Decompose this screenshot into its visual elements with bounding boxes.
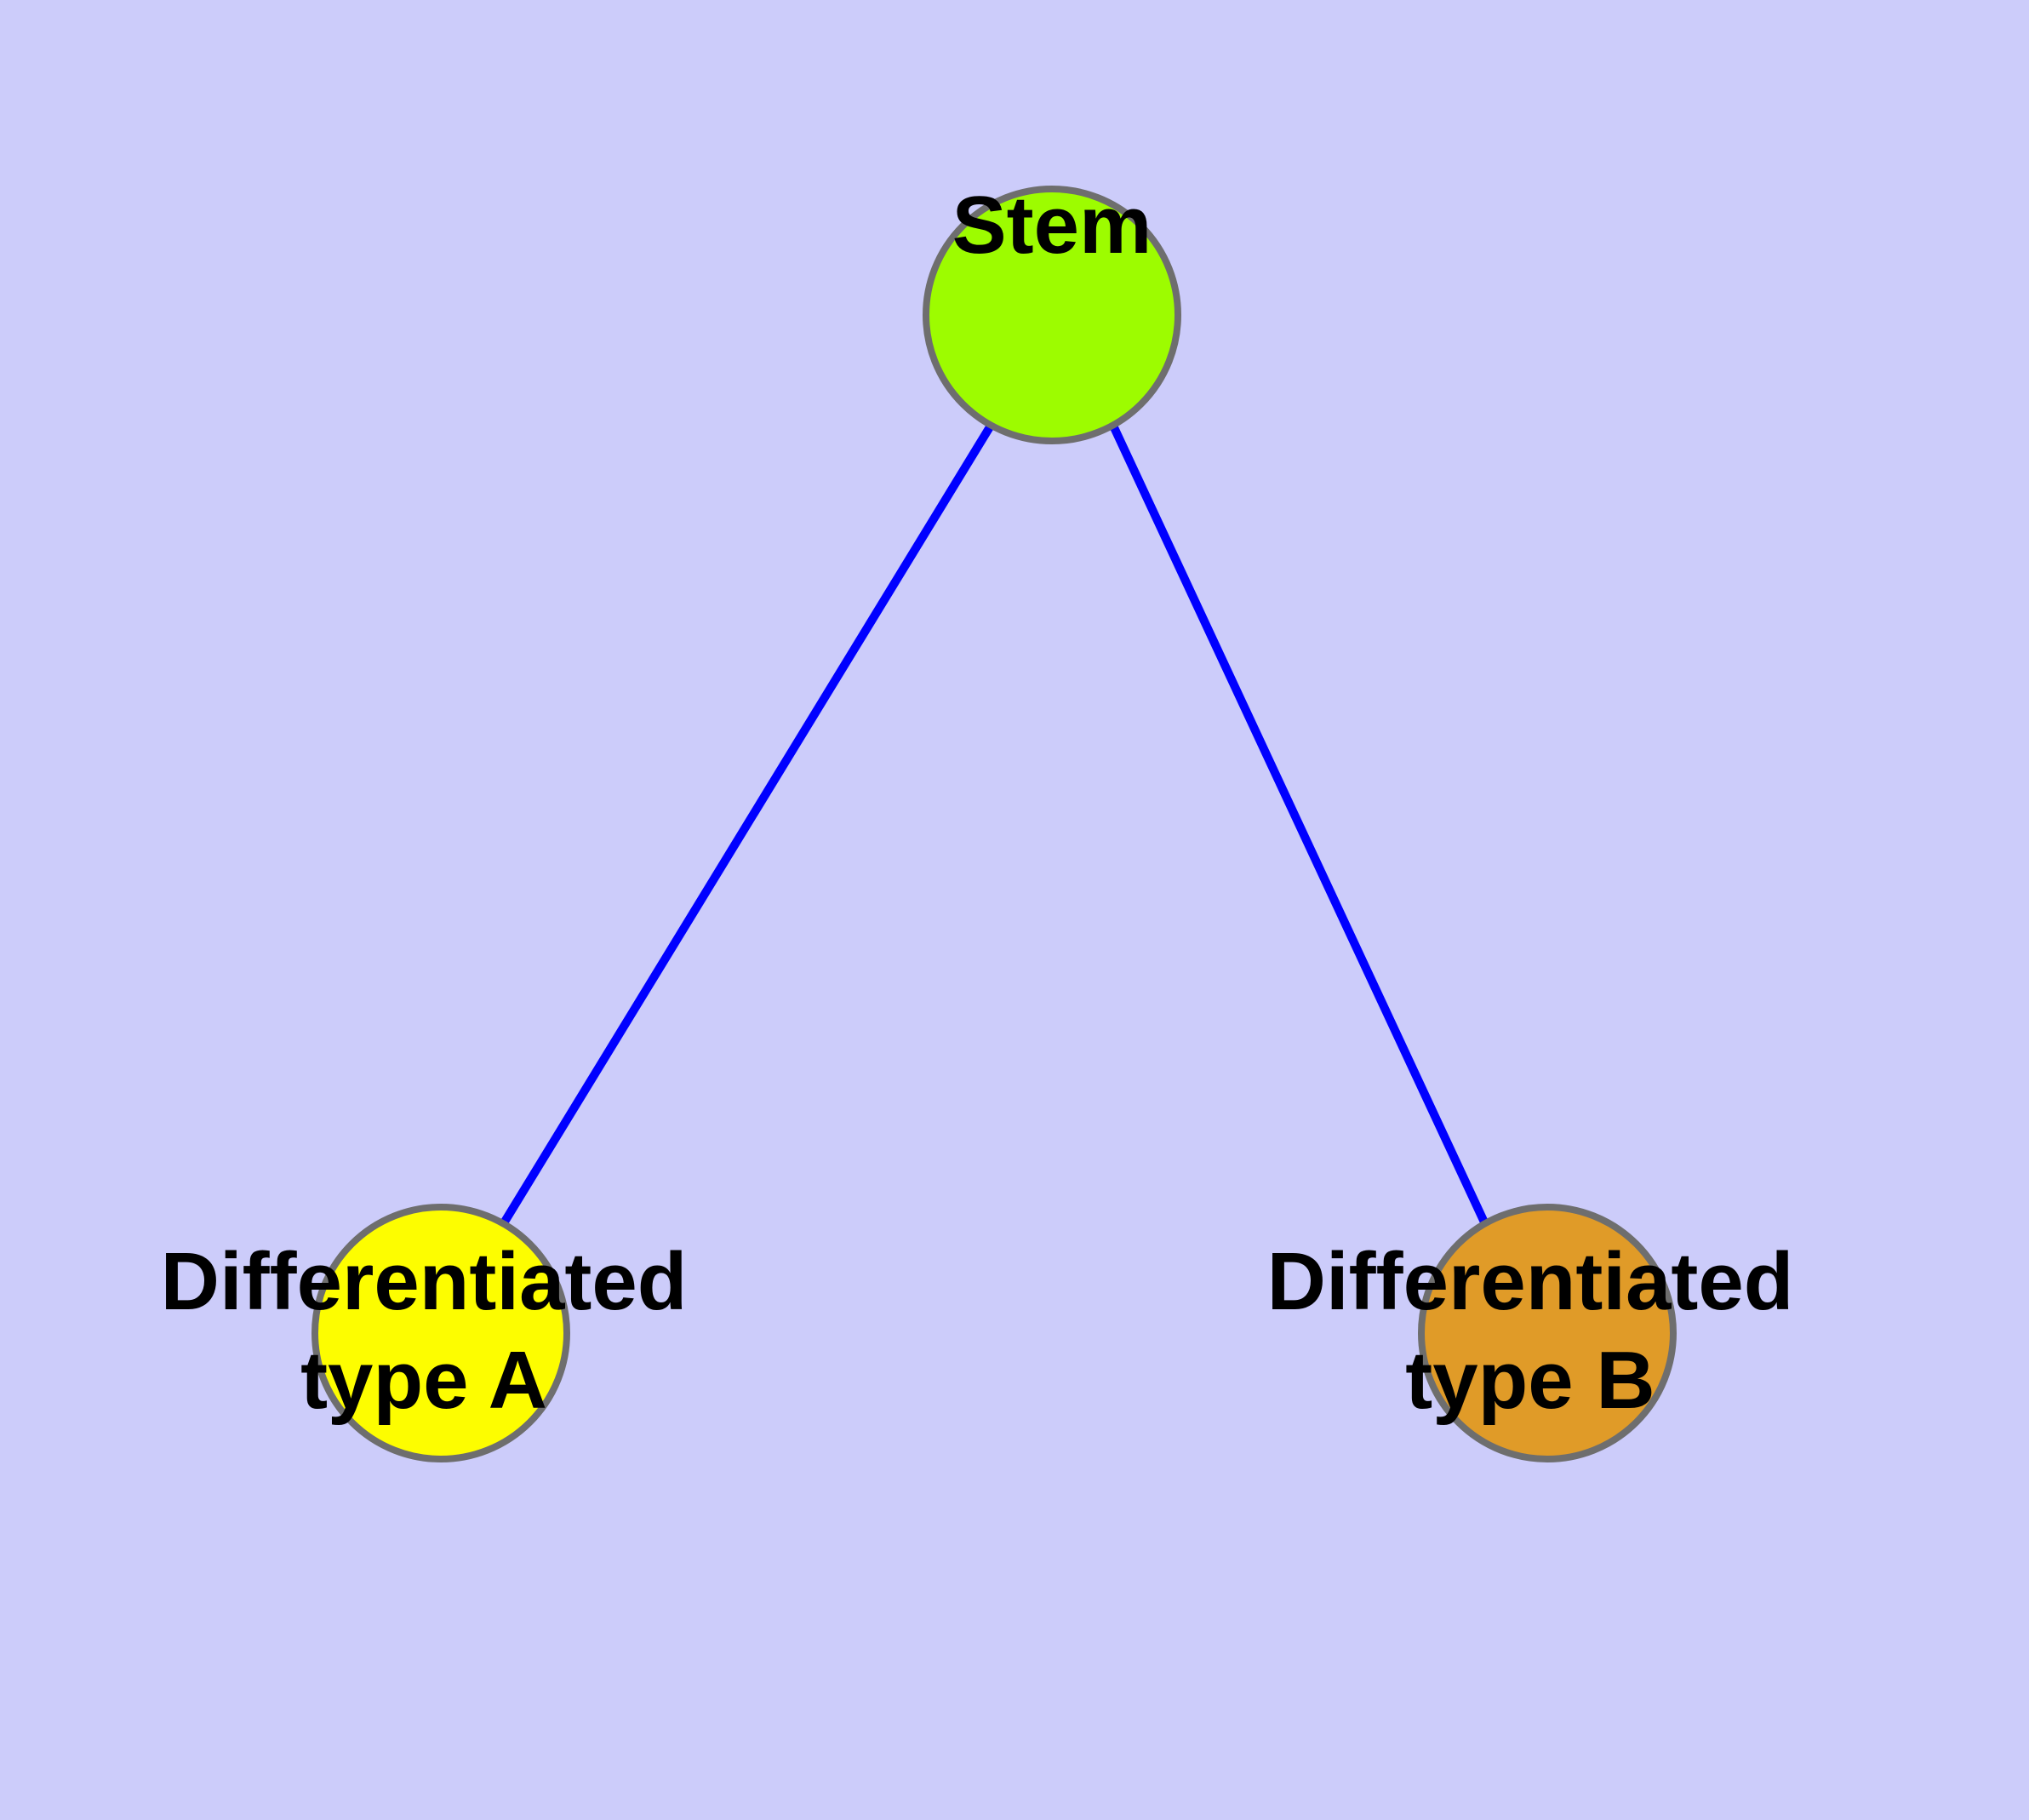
node-label-differentiated-type-b-line2: type B	[1405, 1335, 1655, 1426]
node-label-differentiated-type-a-line2: type A	[300, 1335, 547, 1426]
node-differentiated-type-b[interactable]	[1418, 1204, 1677, 1462]
node-differentiated-type-a[interactable]	[311, 1204, 570, 1462]
node-label-stem: Stem	[952, 180, 1152, 271]
labels-layer: Stem Differentiated type A Differentiate…	[161, 180, 1794, 1426]
edge-stem-to-type-b[interactable]	[1109, 423, 1490, 1228]
node-label-differentiated-type-a-line1: Differentiated	[161, 1236, 688, 1327]
edge-stem-to-type-a[interactable]	[498, 423, 995, 1228]
nodes-layer	[311, 186, 1677, 1462]
node-label-differentiated-type-b-line1: Differentiated	[1267, 1236, 1794, 1327]
node-stem[interactable]	[923, 186, 1181, 444]
edges-layer	[498, 423, 1490, 1228]
